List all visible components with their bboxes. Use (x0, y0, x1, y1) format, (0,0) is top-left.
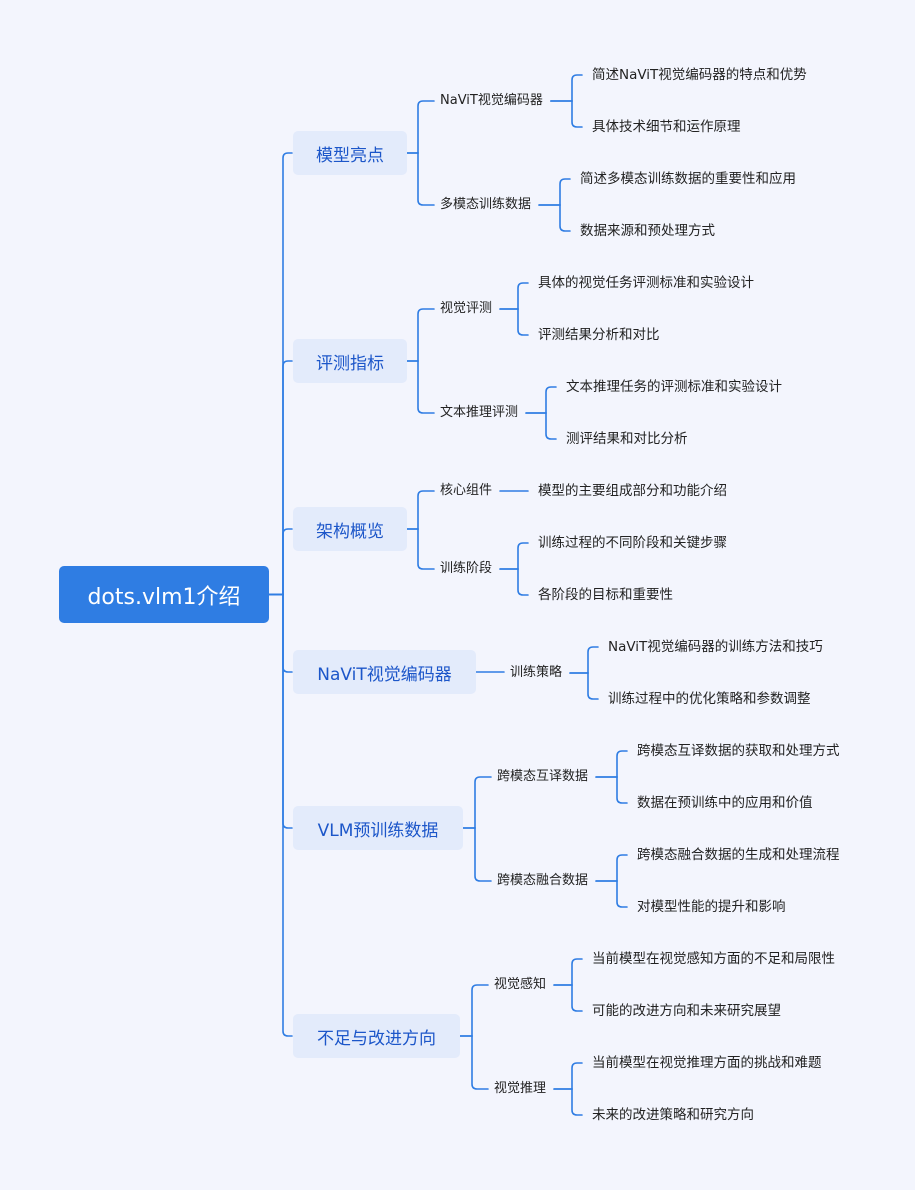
branch-navit-encoder[interactable]: NaViT视觉编码器 (293, 650, 476, 694)
connector-line (406, 360, 435, 414)
leaf-perception-outlook: 可能的改进方向和未来研究展望 (592, 1003, 781, 1019)
leaf-multimodal-importance: 简述多模态训练数据的重要性和应用 (580, 171, 796, 187)
leaf-navit-details: 具体技术细节和运作原理 (592, 119, 741, 135)
sub-visual-eval[interactable]: 视觉评测 (440, 301, 493, 316)
sub-visual-perception[interactable]: 视觉感知 (494, 977, 547, 992)
branch-model-highlights[interactable]: 模型亮点 (293, 131, 407, 175)
sub-training-stages[interactable]: 训练阶段 (440, 561, 493, 576)
connector-line (595, 750, 628, 778)
connector-line (553, 958, 583, 986)
connector-line (553, 1088, 583, 1116)
connector-line (268, 593, 293, 829)
leaf-multimodal-sources: 数据来源和预处理方式 (580, 223, 715, 239)
sub-navit-encoder[interactable]: NaViT视觉编码器 (440, 93, 543, 108)
leaf-training-stages-goals: 各阶段的目标和重要性 (538, 587, 673, 603)
leaf-navit-features: 简述NaViT视觉编码器的特点和优势 (592, 67, 807, 83)
leaf-reasoning-challenges: 当前模型在视觉推理方面的挑战和难题 (592, 1055, 822, 1071)
connector-line (406, 152, 435, 206)
connector-line (538, 204, 571, 232)
root-node[interactable]: dots.vlm1介绍 (59, 566, 269, 623)
connector-line (406, 528, 435, 570)
connector-line (525, 412, 557, 440)
connector-line (569, 672, 599, 700)
connector-line (406, 308, 435, 362)
leaf-training-optimization: 训练过程中的优化策略和参数调整 (608, 691, 811, 707)
sub-core-components[interactable]: 核心组件 (440, 483, 493, 498)
connector-line (268, 360, 293, 596)
connector-line (268, 593, 293, 1037)
connector-line (459, 984, 489, 1037)
connector-line (459, 1035, 489, 1090)
branch-limitations-improvements[interactable]: 不足与改进方向 (293, 1014, 460, 1058)
connector-line (462, 827, 492, 882)
connector-line (595, 854, 628, 882)
connector-line (268, 593, 293, 673)
leaf-reasoning-directions: 未来的改进策略和研究方向 (592, 1107, 754, 1123)
connector-line (595, 776, 628, 804)
leaf-translation-acquisition: 跨模态互译数据的获取和处理方式 (637, 743, 840, 759)
leaf-core-components-intro: 模型的主要组成部分和功能介绍 (538, 483, 727, 499)
connector-line (268, 152, 293, 596)
connector-line (499, 542, 529, 570)
branch-evaluation-metrics[interactable]: 评测指标 (293, 339, 407, 383)
connector-line (538, 178, 571, 206)
connector-line (569, 646, 599, 674)
connector-line (553, 1062, 583, 1090)
sub-cross-modal-translation[interactable]: 跨模态互译数据 (497, 769, 589, 784)
leaf-training-stages-steps: 训练过程的不同阶段和关键步骤 (538, 535, 727, 551)
connector-line (499, 308, 529, 336)
connector-line (595, 880, 628, 908)
connector-line (462, 776, 492, 829)
sub-text-reasoning-eval[interactable]: 文本推理评测 (440, 405, 519, 420)
branch-architecture-overview[interactable]: 架构概览 (293, 507, 407, 551)
connector-line (553, 984, 583, 1012)
connector-line (268, 528, 293, 596)
sub-multimodal-data[interactable]: 多模态训练数据 (440, 197, 532, 212)
leaf-fusion-generation: 跨模态融合数据的生成和处理流程 (637, 847, 840, 863)
leaf-text-eval-results: 测评结果和对比分析 (566, 431, 688, 447)
branch-vlm-pretraining-data[interactable]: VLM预训练数据 (293, 806, 463, 850)
connector-line (499, 568, 529, 596)
leaf-navit-training-methods: NaViT视觉编码器的训练方法和技巧 (608, 639, 823, 655)
sub-cross-modal-fusion[interactable]: 跨模态融合数据 (497, 873, 589, 888)
leaf-visual-eval-results: 评测结果分析和对比 (538, 327, 660, 343)
sub-visual-reasoning[interactable]: 视觉推理 (494, 1081, 547, 1096)
connector-line (550, 100, 583, 128)
connector-line (499, 282, 529, 310)
leaf-visual-eval-standards: 具体的视觉任务评测标准和实验设计 (538, 275, 754, 291)
connector-line (406, 490, 435, 530)
sub-training-strategy[interactable]: 训练策略 (510, 665, 563, 680)
leaf-translation-value: 数据在预训练中的应用和价值 (637, 795, 813, 811)
connector-line (550, 74, 583, 102)
leaf-text-eval-standards: 文本推理任务的评测标准和实验设计 (566, 379, 782, 395)
leaf-fusion-impact: 对模型性能的提升和影响 (637, 899, 786, 915)
connector-line (525, 386, 557, 414)
leaf-perception-limitations: 当前模型在视觉感知方面的不足和局限性 (592, 951, 835, 967)
connector-line (406, 100, 435, 154)
